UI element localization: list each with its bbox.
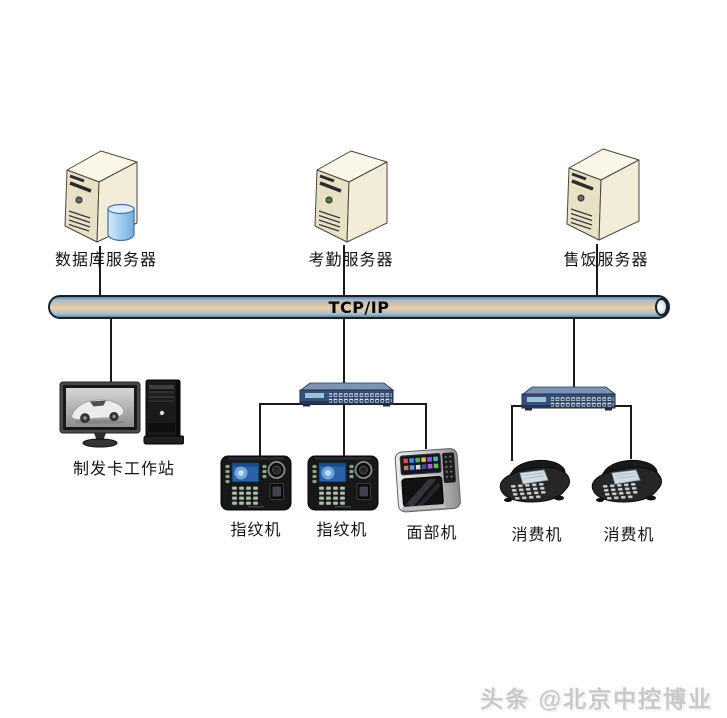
connector-line [259,403,261,457]
watermark: 头条 @北京中控博业 [480,686,713,712]
terminal-label: 指纹机 [316,522,368,539]
tcpip-bus-label: TCP/IP [328,297,390,317]
pipe-end-cap-icon [655,298,668,316]
server-label: 考勤服务器 [308,252,394,269]
face-terminal-icon [394,448,461,513]
connector-line [596,244,598,296]
tcpip-bus: TCP/IP [48,295,670,319]
connector-line [343,245,345,296]
connector-line [343,317,345,385]
ethernet-switch-icon [521,386,617,411]
connector-line [630,405,632,459]
ethernet-switch-icon [299,382,395,407]
terminal-label: 消费机 [603,527,655,544]
connector-line [343,404,345,457]
terminal-label: 消费机 [511,527,563,544]
connector-line [425,403,427,449]
connector-line [573,317,575,389]
terminal-label: 指纹机 [230,522,282,539]
workstation-label: 制发卡工作站 [72,461,175,478]
terminal-label: 面部机 [406,525,458,542]
connector-line [99,246,101,296]
pos-terminal-icon [499,459,570,503]
server-tower-icon [566,148,640,241]
fingerprint-terminal-icon [220,455,292,511]
desktop-pc-icon [59,379,184,448]
server-tower-with-database-icon [64,150,138,243]
pos-terminal-icon [591,459,662,503]
fingerprint-terminal-icon [307,455,379,511]
server-label: 售饭服务器 [563,252,649,269]
connector-line [511,405,513,461]
server-tower-icon [314,150,388,243]
database-cylinder-icon [107,203,135,242]
connector-line [110,317,112,382]
server-label: 数据库服务器 [54,252,157,269]
